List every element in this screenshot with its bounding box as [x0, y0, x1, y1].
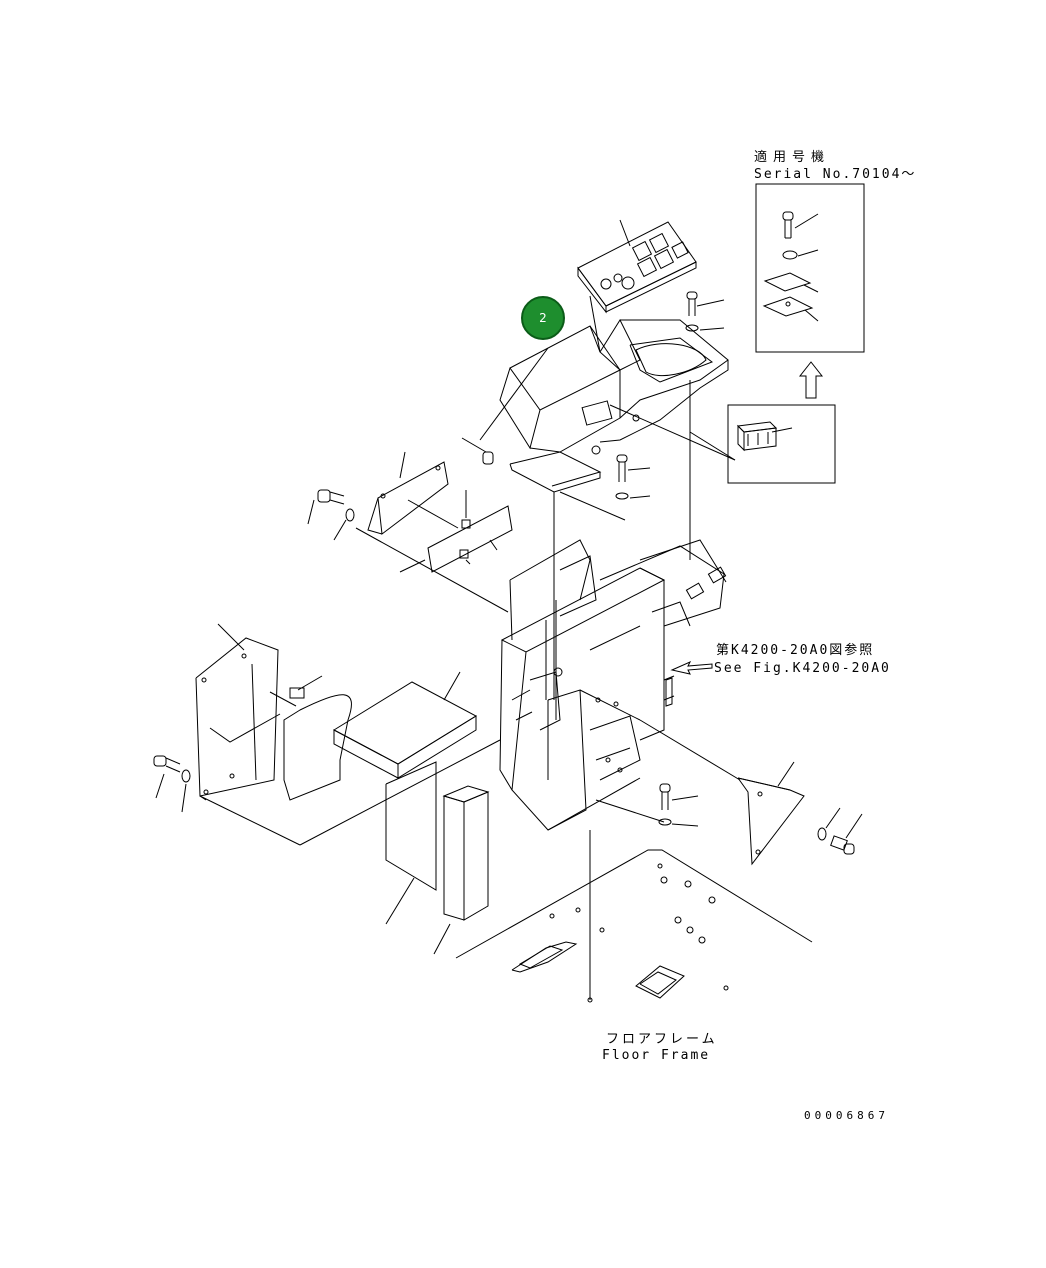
tall-pad-1 — [386, 762, 436, 924]
reference-label-en: See Fig.K4200-20A0 — [714, 661, 891, 676]
switch-inset-box — [610, 405, 835, 483]
screw-left — [462, 438, 493, 464]
door-panel-left — [196, 624, 500, 845]
bolt-door — [154, 756, 190, 812]
bolt-middle — [560, 455, 650, 520]
arrow-left-icon — [672, 662, 712, 674]
serial-inset-box — [756, 184, 864, 352]
floor-plate — [456, 850, 812, 998]
reference-label-jp: 第K4200-20A0図参照 — [716, 643, 875, 658]
floor-frame-label-en: Floor Frame — [602, 1048, 711, 1063]
bolt-top — [686, 292, 724, 331]
serial-label-jp: 適用号機 — [754, 150, 831, 165]
callout-badge[interactable]: 2 — [521, 296, 565, 340]
bolt-right — [818, 808, 862, 854]
monitor-panel — [578, 220, 696, 312]
drawing-number: 00006867 — [804, 1109, 889, 1122]
small-plate — [400, 506, 512, 572]
side-cover-left — [368, 452, 470, 534]
bolt-lower — [596, 784, 698, 826]
side-bracket-right — [640, 720, 804, 864]
main-frame — [500, 380, 726, 830]
pad-block — [334, 672, 476, 778]
bolt-left-cover — [308, 490, 508, 612]
bracket — [510, 452, 600, 700]
console-cover — [480, 296, 728, 454]
arrow-up-icon — [800, 362, 822, 398]
tall-pad-2 — [434, 786, 488, 954]
serial-label-en: Serial No.70104～ — [754, 167, 917, 182]
floor-frame-label-jp: フロアフレーム — [606, 1032, 718, 1047]
